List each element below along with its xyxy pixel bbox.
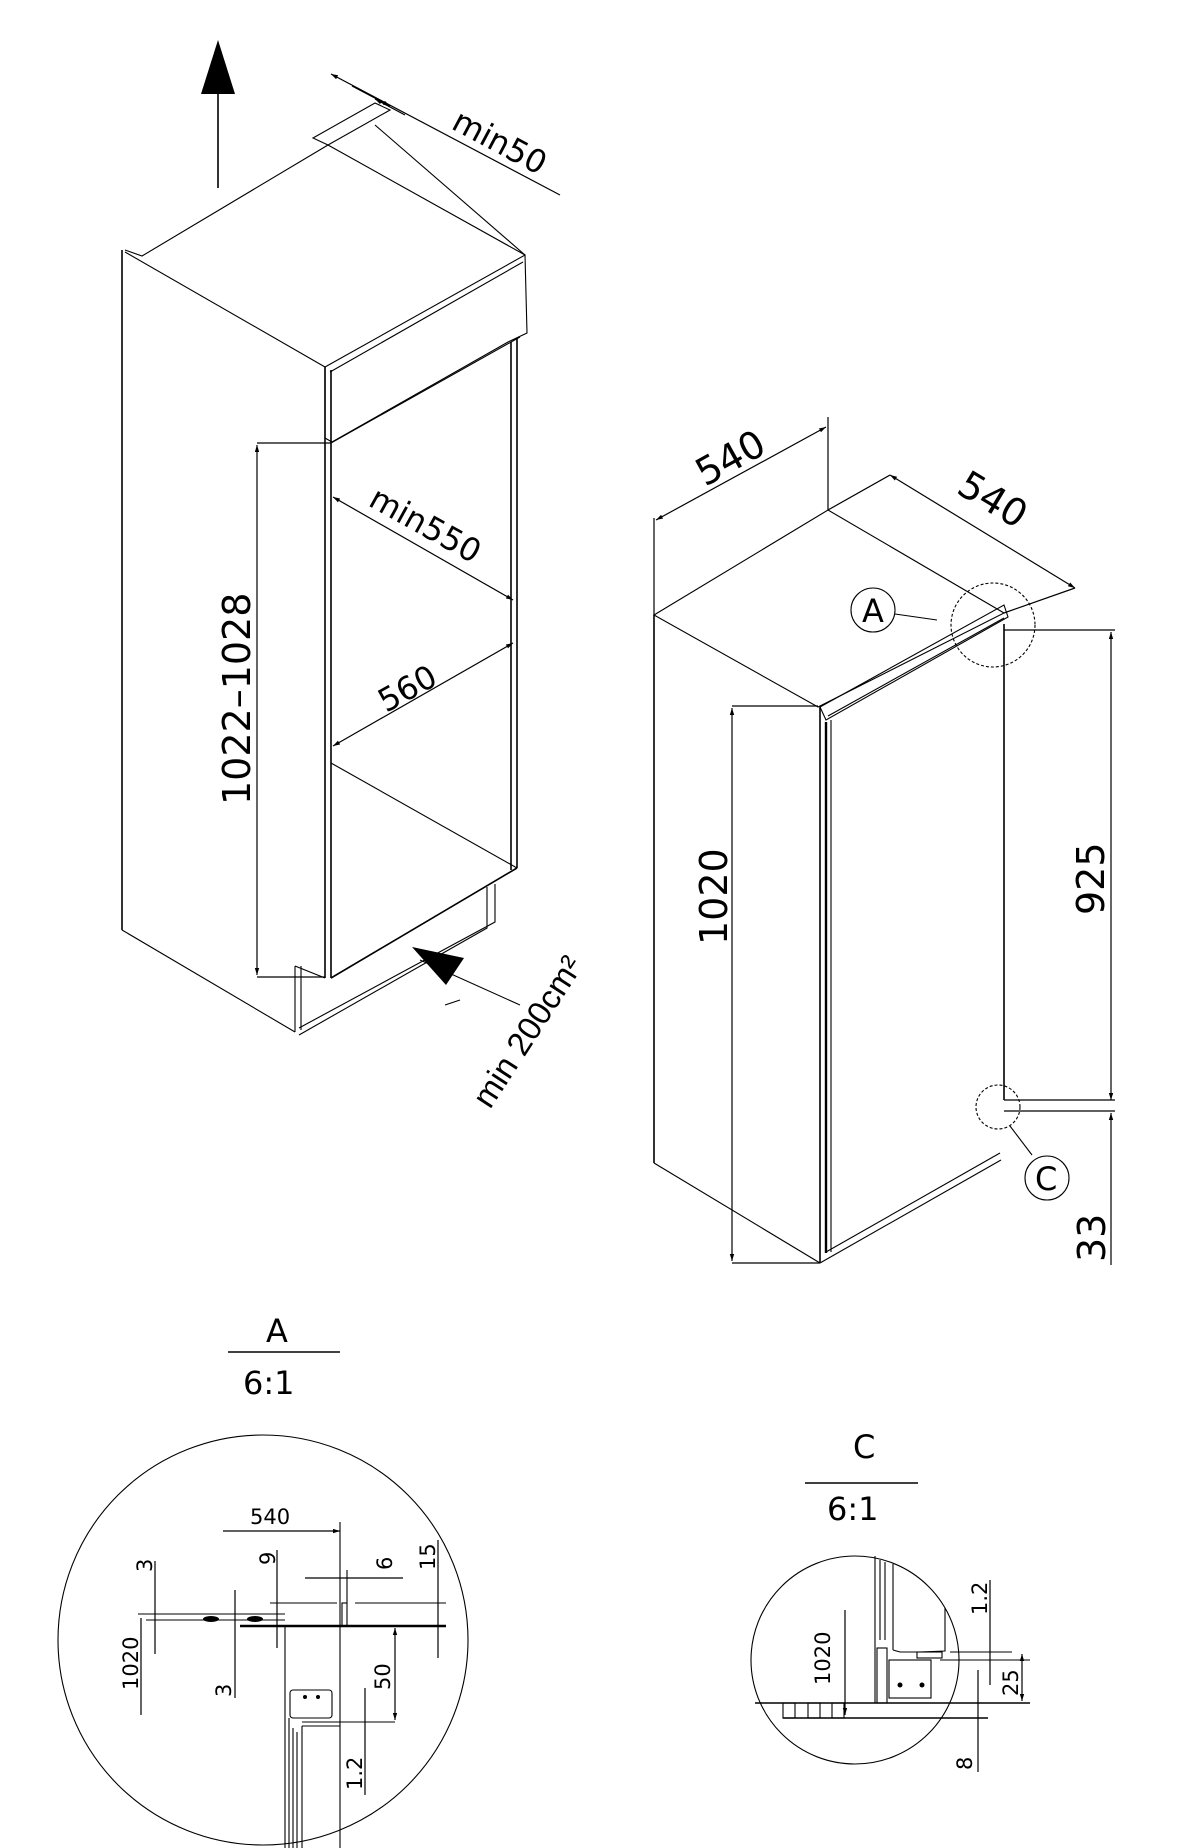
detail-c-1020-label: 1020 <box>811 1632 835 1685</box>
detail-a-width-label: 540 <box>250 1505 290 1529</box>
detail-a-1020-label: 1020 <box>119 1637 143 1690</box>
ventilation-inlet-arrow-icon <box>412 947 521 1006</box>
appliance-view: 540 540 A 1020 925 <box>652 417 1115 1265</box>
appliance-height-label: 1020 <box>692 848 736 945</box>
niche-width-label: 560 <box>371 657 443 720</box>
ventilation-inlet-label: min 200cm² <box>465 949 590 1114</box>
appliance-width-dimension: 540 <box>653 417 829 615</box>
niche-depth-dimension: min550 <box>332 479 514 601</box>
niche-height-label: 1022–1028 <box>215 593 259 805</box>
appliance-depth-label: 540 <box>950 462 1035 537</box>
detail-a-title: A <box>266 1312 288 1350</box>
top-clearance-label: min50 <box>446 102 553 183</box>
detail-a-50-label: 50 <box>371 1663 395 1690</box>
detail-a-15-label: 15 <box>416 1543 440 1570</box>
up-arrow-icon <box>201 40 235 188</box>
callout-a[interactable]: A <box>850 582 1036 668</box>
cabinet-view: min50 1022–1028 <box>121 40 590 1114</box>
detail-c-scale: 6:1 <box>827 1490 879 1528</box>
top-clearance-dimension: min50 <box>311 73 561 196</box>
callout-a-label: A <box>862 592 884 630</box>
hinge-height-dimension: 925 33 <box>1004 629 1115 1265</box>
niche-width-dimension: 560 <box>332 642 514 747</box>
detail-c-25-label: 25 <box>999 1669 1023 1696</box>
detail-c-8-label: 8 <box>953 1757 977 1770</box>
niche-height-dimension: 1022–1028 <box>215 442 331 978</box>
callout-c[interactable]: C <box>975 1084 1070 1201</box>
hinge-height-label: 925 <box>1069 842 1113 915</box>
appliance-width-label: 540 <box>688 421 773 495</box>
detail-c-1-2-label: 1.2 <box>968 1582 992 1615</box>
detail-a: A 6:1 540 6 15 9 3 3 102 <box>57 1312 469 1848</box>
bottom-offset-label: 33 <box>1070 1214 1114 1262</box>
detail-a-scale: 6:1 <box>243 1364 295 1402</box>
detail-a-1-2-label: 1.2 <box>343 1757 367 1790</box>
detail-c-title: C <box>853 1428 875 1466</box>
detail-a-9-label: 9 <box>256 1552 280 1565</box>
callout-c-label: C <box>1035 1160 1057 1198</box>
detail-a-6-label: 6 <box>373 1557 397 1570</box>
appliance-height-dimension: 1020 <box>692 705 820 1264</box>
detail-c: C 6:1 1020 1.2 25 8 <box>750 1428 1030 1772</box>
detail-a-3-top-label: 3 <box>133 1559 157 1572</box>
appliance-depth-dimension: 540 <box>827 462 1076 614</box>
detail-a-3-mid-label: 3 <box>212 1684 236 1697</box>
